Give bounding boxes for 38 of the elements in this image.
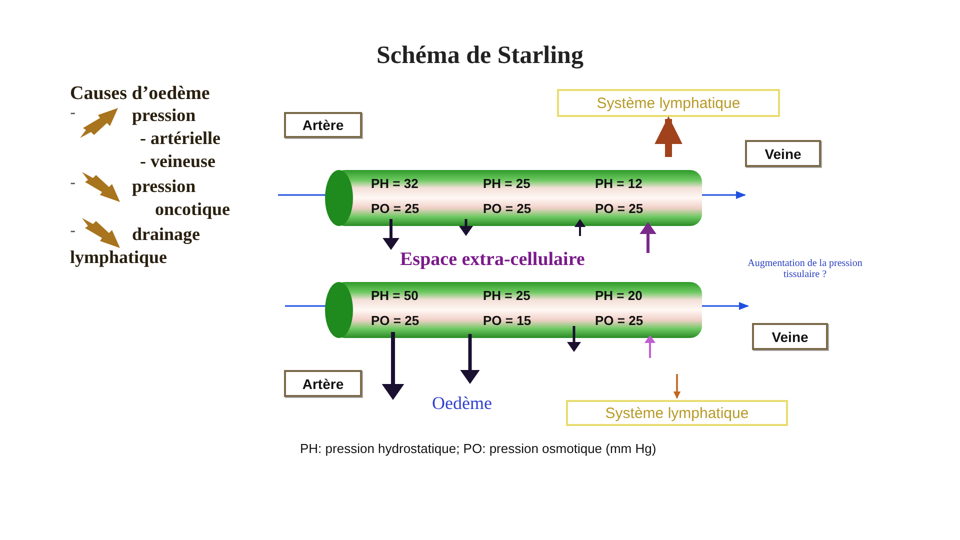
legend-text: pression: [132, 177, 196, 197]
legend-text: - veineuse: [140, 152, 216, 172]
pressure-value: PO = 25: [483, 201, 532, 216]
pressure-value: PO = 25: [595, 201, 644, 216]
pressure-value: PH = 25: [483, 176, 530, 191]
title: Schéma de Starling: [376, 42, 584, 70]
dash: -: [70, 174, 76, 193]
pressure-value: PH = 12: [595, 176, 642, 191]
space-label: Espace extra-cellulaire: [400, 250, 585, 271]
arrow: [654, 116, 682, 157]
vessel-label-box: Artère: [284, 370, 362, 397]
pressure-value: PO = 25: [595, 313, 644, 328]
vessel-label-box: Veine: [752, 323, 828, 350]
vessel-label-box: Veine: [745, 140, 821, 167]
legend-text: oncotique: [155, 200, 230, 220]
pressure-value: PH = 20: [595, 288, 642, 303]
pressure-value: PO = 15: [483, 313, 532, 328]
legend-heading: Causes d’oedème: [70, 84, 210, 105]
legend-text: - artérielle: [140, 129, 220, 149]
arrow: [673, 374, 681, 399]
lymph-system-box: Système lymphatique: [557, 89, 780, 117]
legend-text: lymphatique: [70, 248, 168, 268]
legend-text: drainage: [132, 225, 200, 245]
pressure-value: PH = 25: [483, 288, 530, 303]
vessel-tube: [325, 170, 702, 226]
vessel-label-box: Artère: [284, 112, 362, 138]
edema-label: Oedème: [432, 394, 492, 414]
dash: -: [70, 104, 76, 123]
pressure-value: PH = 32: [371, 176, 418, 191]
caption: PH: pression hydrostatique; PO: pression osmotique (mm Hg): [300, 441, 656, 456]
lymph-system-box: Système lymphatique: [566, 400, 788, 426]
legend-text: pression: [132, 106, 196, 126]
dash: -: [70, 222, 76, 241]
pressure-value: PO = 25: [371, 201, 420, 216]
vessel-tube: [325, 282, 702, 338]
pressure-value: PH = 50: [371, 288, 418, 303]
note-text: Augmentation de la pression tissulaire ?: [746, 258, 864, 280]
pressure-value: PO = 25: [371, 313, 420, 328]
